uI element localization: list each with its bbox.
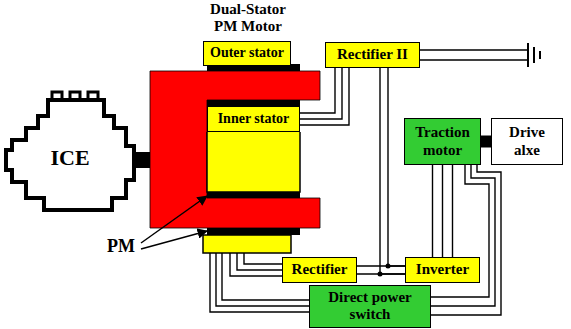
wire xyxy=(432,165,433,257)
wire xyxy=(230,253,282,276)
ground-wire xyxy=(420,50,528,60)
wire xyxy=(431,165,495,306)
ground-symbol xyxy=(528,43,540,67)
box-text: Rectifier xyxy=(292,261,348,278)
drive-shaft xyxy=(481,141,491,142)
box-text: Inner stator xyxy=(218,111,290,127)
outer-stator-lower xyxy=(203,235,291,253)
wire xyxy=(244,253,282,264)
rotor xyxy=(150,71,320,228)
inner-stator-core xyxy=(207,132,300,192)
axle-box: Drive alxe xyxy=(491,118,563,165)
leader-arrow xyxy=(141,196,207,243)
box-text: Outer stator xyxy=(210,45,284,61)
engine-block xyxy=(6,100,134,210)
part-label: PM xyxy=(104,236,138,257)
wire-bundle xyxy=(300,68,349,125)
wire xyxy=(431,165,501,315)
wire-bundle xyxy=(357,266,405,274)
wire xyxy=(481,136,491,148)
wire xyxy=(442,165,443,257)
wire xyxy=(452,165,453,257)
box-text: Inverter xyxy=(416,261,469,278)
converter-box: Rectifier xyxy=(282,257,357,283)
wire-bundle xyxy=(431,165,501,315)
leader-arrow xyxy=(141,231,207,249)
switch-box: Direct power switch xyxy=(309,285,431,328)
magnet-strip xyxy=(207,228,300,235)
wire xyxy=(237,253,282,270)
wire xyxy=(300,68,349,125)
box-text: Rectifier II xyxy=(337,46,408,63)
wire-bundle xyxy=(433,165,453,257)
motor-title: Dual-Stator PM Motor xyxy=(200,1,296,36)
inner-stator-outline xyxy=(207,132,300,192)
wire xyxy=(380,68,405,274)
wire xyxy=(300,68,335,113)
engine-shaft xyxy=(134,152,150,168)
magnet-strip xyxy=(207,192,300,198)
box-text: ICE xyxy=(50,145,89,170)
wire xyxy=(388,68,405,266)
wire-bundle xyxy=(230,253,282,276)
box-text: Traction motor xyxy=(409,124,476,159)
converter-box: Inverter xyxy=(405,257,480,283)
box-text: Direct power switch xyxy=(314,289,426,324)
engine-node: ICE xyxy=(4,88,136,228)
stator-box: Outer stator xyxy=(203,41,291,66)
engine-manifold xyxy=(52,92,98,100)
wire xyxy=(300,68,342,119)
motor-box: Traction motor xyxy=(404,118,481,165)
box-text: Drive alxe xyxy=(496,124,558,159)
stator-box: Inner stator xyxy=(207,106,300,132)
converter-box: Rectifier II xyxy=(325,42,420,68)
wire-bundle xyxy=(380,68,405,274)
